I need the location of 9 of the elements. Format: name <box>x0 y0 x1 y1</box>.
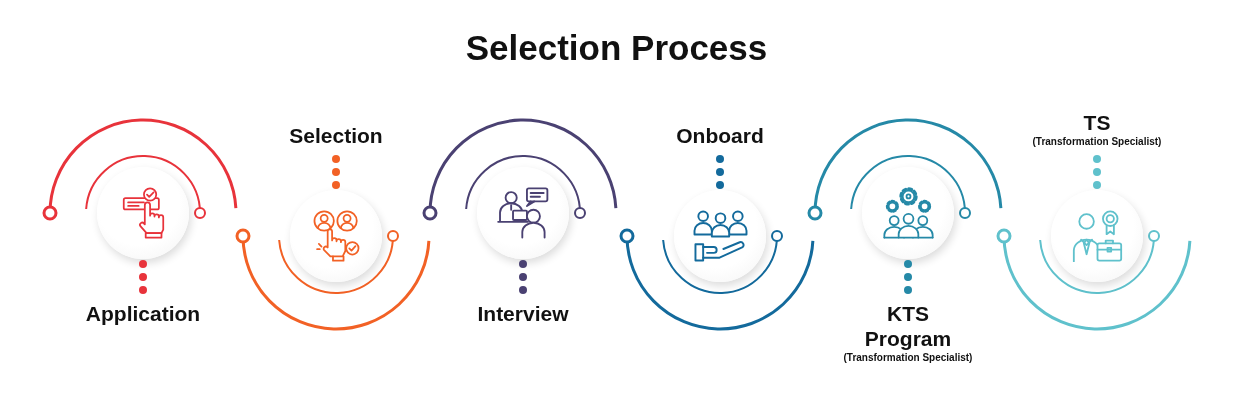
step-title: Onboard <box>676 123 764 148</box>
step-title: Application <box>85 301 201 326</box>
step-title: Interview <box>477 301 569 326</box>
step-subtitle: (Transformation Specialist) <box>843 351 973 364</box>
step-title: TS <box>1083 110 1111 135</box>
title: Selection Process <box>465 27 768 69</box>
step-title: KTS Program <box>863 301 953 351</box>
step-subtitle: (Transformation Specialist) <box>1032 135 1162 148</box>
step-title: Selection <box>289 123 383 148</box>
